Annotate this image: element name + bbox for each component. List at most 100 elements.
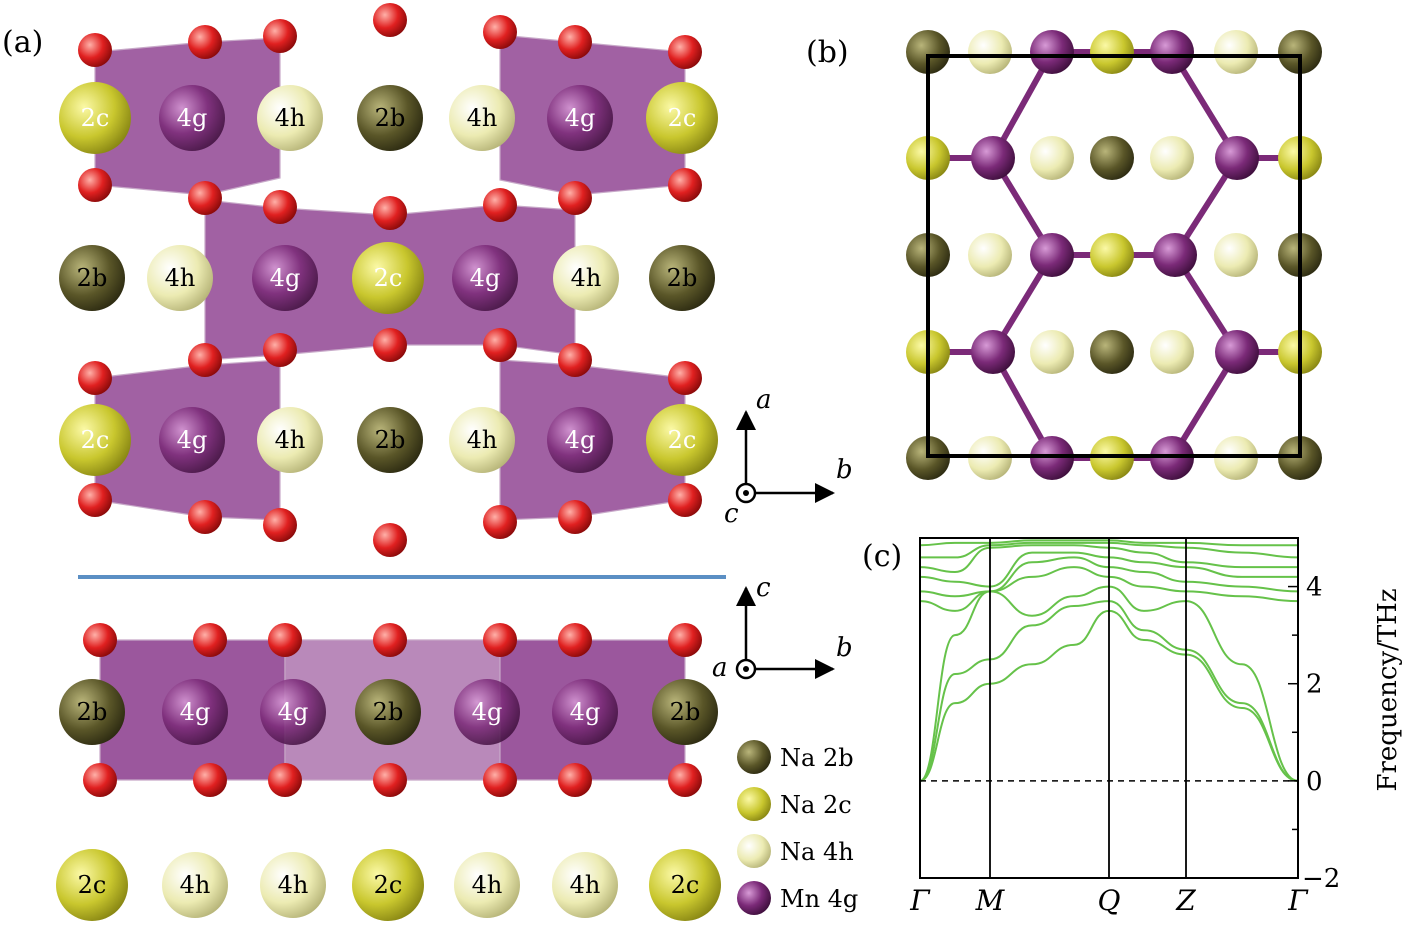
oxygen-atom [483,623,517,657]
atom-na4h: 4h [147,245,213,311]
atom-na4h [1150,136,1194,180]
atom-na2b: 2b [59,245,125,311]
y-tick-label: 4 [1306,573,1323,603]
atom-mn4g [971,136,1015,180]
site-label: 4h [275,426,306,454]
atom-na2c: 2c [649,849,721,921]
oxygen-atom [268,763,302,797]
band-line-8 [919,539,1298,547]
kpoint-label: M [975,884,1006,917]
y-tick-label: 0 [1306,767,1323,797]
site-label: 4h [278,871,309,899]
oxygen-atom [83,623,117,657]
band-line-5 [919,551,1298,588]
atom-mn4g: 4g [452,245,518,311]
site-label: 4h [180,871,211,899]
atom-na2b [1278,30,1322,74]
site-label: 4g [180,698,211,726]
site-label: 2b [670,698,701,726]
atom-na2b: 2b [357,407,423,473]
panel-label-a: (a) [2,25,43,60]
atom-na4h [968,30,1012,74]
atom-na4h [1030,136,1074,180]
oxygen-atom [483,188,517,222]
atom-na2c: 2c [352,849,424,921]
axis-triad-top: a b c [724,385,853,529]
site-label: 2b [77,698,108,726]
oxygen-atom [483,328,517,362]
atom-na2c [1090,233,1134,277]
oxygen-atom [668,361,702,395]
oxygen-atom [373,3,407,37]
atom-na2b: 2b [59,679,125,745]
atom-na4h [968,233,1012,277]
legend-label: Na 4h [780,838,854,866]
atom-na4h: 4h [260,852,326,918]
site-label: 2c [671,871,700,899]
panel-label-c: (c) [862,539,902,574]
site-label: 2c [668,426,697,454]
atom-mn4g: 4g [159,85,225,151]
axis-label-c-top: c [724,499,739,529]
axis-label-c-side: c [756,573,771,603]
oxygen-atom [268,623,302,657]
atom-mn4g: 4g [454,679,520,745]
atom-mn4g: 4g [552,679,618,745]
legend-label: Na 2c [780,791,852,819]
kpoint-label: Γ [1287,884,1309,917]
atoms-panel-b [906,30,1322,480]
chart-frame [919,537,1299,879]
site-label: 4h [570,871,601,899]
atom-na2c: 2c [646,82,718,154]
atom-na2b: 2b [357,85,423,151]
kpoint-label: Q [1098,884,1121,917]
legend-label: Na 2b [780,744,854,772]
oxygen-atom [188,343,222,377]
y-axis-label: Frequency/THz [1373,588,1403,791]
atom-mn4g [1150,30,1194,74]
atom-mn4g [1030,30,1074,74]
axis-label-a-top: a [756,385,772,415]
oxygen-atom [188,181,222,215]
site-label: 4g [565,104,596,132]
site-label: 2c [81,104,110,132]
site-label: 4g [570,698,601,726]
panel-b-structure [906,30,1322,480]
oxygen-atom [78,483,112,517]
site-label: 2b [375,426,406,454]
site-label: 4g [177,426,208,454]
site-label: 4h [467,104,498,132]
site-label: 4h [571,264,602,292]
axis-label-a-side: a [712,653,728,683]
legend-item: Mn 4g [737,881,858,915]
site-label: 2c [78,871,107,899]
y-tick-label: 2 [1306,670,1323,700]
atom-na2c: 2c [56,849,128,921]
oxygen-atom [193,623,227,657]
atom-na2c [1090,30,1134,74]
site-label: 4g [470,264,501,292]
atom-mn4g [1215,136,1259,180]
oxygen-atom [78,168,112,202]
atom-mn4g: 4g [252,245,318,311]
atom-na2b: 2b [652,679,718,745]
atom-mn4g: 4g [162,679,228,745]
legend-marker [737,834,771,868]
axis-label-b-side: b [836,633,853,663]
oxygen-atom [558,343,592,377]
oxygen-atom [188,25,222,59]
atom-mn4g: 4g [159,407,225,473]
band-lines [919,539,1299,782]
oxygen-atom [78,33,112,67]
site-label: 4g [472,698,503,726]
atom-na4h: 4h [257,407,323,473]
atom-mn4g [1215,330,1259,374]
oxygen-atom [188,500,222,534]
atom-na4h [1030,330,1074,374]
y-tick-label: −2 [1302,864,1340,894]
site-label: 4h [165,264,196,292]
